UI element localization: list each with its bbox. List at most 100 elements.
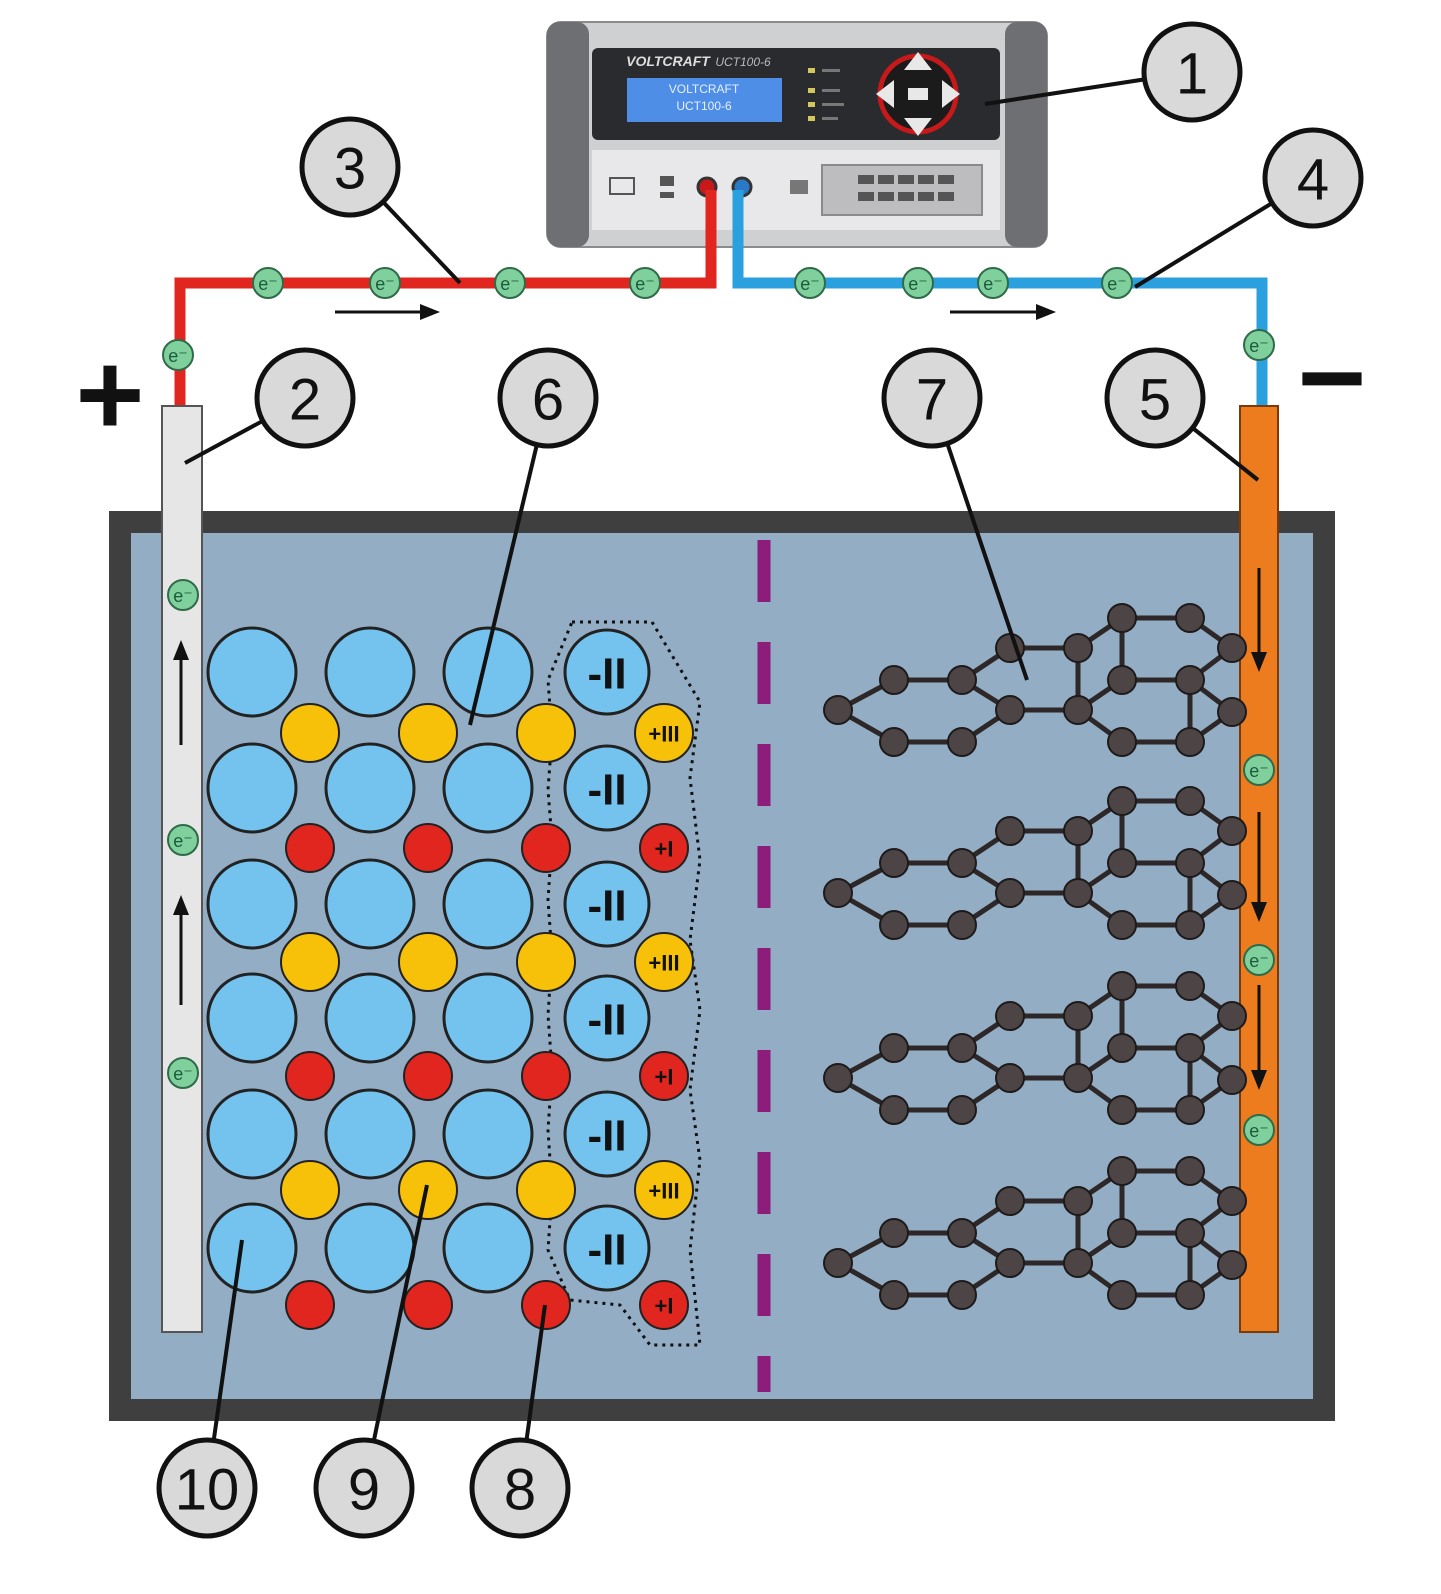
- oxide-ion-label: -II: [587, 650, 626, 699]
- carbon-atom: [1107, 665, 1137, 695]
- carbon-atom: [1063, 1248, 1093, 1278]
- carbon-atom: [1175, 665, 1205, 695]
- lithium-ion: [403, 823, 453, 873]
- oxygen-ion: [442, 742, 534, 834]
- electron-icon: [1243, 754, 1275, 786]
- oxygen-ion: [206, 742, 298, 834]
- device-screen-line2: UCT100-6: [676, 99, 732, 113]
- carbon-atom: [1107, 1218, 1137, 1248]
- callout-label: 1: [1176, 42, 1208, 107]
- callout-marker: [299, 116, 401, 218]
- oxygen-ion: [442, 626, 534, 718]
- flow-arrow-icon: [1251, 812, 1267, 922]
- graphite-sheet: [823, 971, 1247, 1125]
- callout-marker: [1262, 127, 1364, 229]
- electron-icon: [1243, 944, 1275, 976]
- arrow-pad-icon[interactable]: [876, 52, 960, 136]
- metal-ion: [280, 1160, 340, 1220]
- lithium-ion: [403, 1051, 453, 1101]
- monovalent-ion-label: +I: [655, 837, 674, 862]
- oxide-ion: [563, 974, 651, 1062]
- carbon-atom: [1107, 848, 1137, 878]
- carbon-atom: [1217, 633, 1247, 663]
- lithium-ion: [285, 1051, 335, 1101]
- callout-label: 7: [916, 368, 948, 433]
- carbon-atom: [823, 1248, 853, 1278]
- electron-icon: [629, 267, 661, 299]
- electron-icon: [1243, 1114, 1275, 1146]
- surface-layer-outline: [546, 620, 702, 1347]
- oxygen-ion: [206, 626, 298, 718]
- carbon-atom: [995, 695, 1025, 725]
- carbon-atom: [879, 1095, 909, 1125]
- carbon-atom: [879, 727, 909, 757]
- callout-marker: [1104, 347, 1206, 449]
- callout-label: 9: [348, 1458, 380, 1523]
- metal-ion: [516, 703, 576, 763]
- oxide-ion: [563, 744, 651, 832]
- carbon-atom: [879, 1280, 909, 1310]
- device-model: UCT100-6: [715, 55, 771, 69]
- carbon-atom: [1217, 1001, 1247, 1031]
- positive-sign: +: [76, 329, 145, 461]
- callout-label: 10: [175, 1458, 240, 1523]
- metal-ion: [398, 932, 458, 992]
- cathode-collector[interactable]: [161, 405, 203, 1333]
- electron-label: e⁻: [983, 274, 1003, 294]
- callout-leader: [362, 1184, 429, 1489]
- monovalent-ion-label: +I: [655, 1294, 674, 1319]
- electron-icon: [167, 579, 199, 611]
- callout-label: 8: [504, 1458, 536, 1523]
- device-screen: [627, 78, 782, 122]
- carbon-atom: [1063, 1001, 1093, 1031]
- oxide-ion-label: -II: [587, 766, 626, 815]
- flow-arrow-icon: [950, 304, 1056, 320]
- carbon-atom: [995, 1186, 1025, 1216]
- carbon-atom: [1107, 1095, 1137, 1125]
- carbon-atom: [1175, 1095, 1205, 1125]
- carbon-atom: [1107, 786, 1137, 816]
- carbon-atom: [1063, 1063, 1093, 1093]
- carbon-atom: [879, 665, 909, 695]
- oxygen-ion: [324, 1202, 416, 1294]
- carbon-atom: [1063, 816, 1093, 846]
- oxygen-ion: [324, 626, 416, 718]
- carbon-atom: [947, 727, 977, 757]
- electron-label: e⁻: [1107, 274, 1127, 294]
- trivalent-ion: [634, 932, 694, 992]
- oxygen-ion: [206, 1202, 298, 1294]
- flow-arrow-icon: [1251, 985, 1267, 1090]
- callout-marker: [469, 1437, 571, 1539]
- callout-leader: [468, 397, 550, 726]
- metal-ion: [516, 932, 576, 992]
- oxygen-ion: [206, 858, 298, 950]
- carbon-atom: [1063, 695, 1093, 725]
- carbon-atom: [879, 1218, 909, 1248]
- carbon-atom: [879, 848, 909, 878]
- carbon-atom: [1107, 971, 1137, 1001]
- lithium-ion: [521, 1280, 571, 1330]
- oxygen-ion: [442, 1088, 534, 1180]
- electron-icon: [369, 267, 401, 299]
- carbon-atom: [995, 1248, 1025, 1278]
- electron-label: e⁻: [1249, 761, 1269, 781]
- carbon-atom: [947, 1218, 977, 1248]
- device-status-leds: [808, 68, 844, 121]
- oxide-ion-label: -II: [587, 1112, 626, 1161]
- carbon-atom: [1107, 1156, 1137, 1186]
- electron-icon: [977, 267, 1009, 299]
- electron-icon: [1243, 329, 1275, 361]
- electron-label: e⁻: [1249, 951, 1269, 971]
- carbon-atom: [1175, 603, 1205, 633]
- electron-label: e⁻: [173, 1064, 193, 1084]
- electron-label: e⁻: [908, 274, 928, 294]
- oxide-ion: [563, 1090, 651, 1178]
- carbon-atom: [1107, 603, 1137, 633]
- monovalent-ion-label: +I: [655, 1065, 674, 1090]
- electron-icon: [167, 1057, 199, 1089]
- trivalent-ion-label: +III: [648, 722, 679, 747]
- carbon-atom: [1107, 1033, 1137, 1063]
- negative-sign: −: [1298, 312, 1367, 444]
